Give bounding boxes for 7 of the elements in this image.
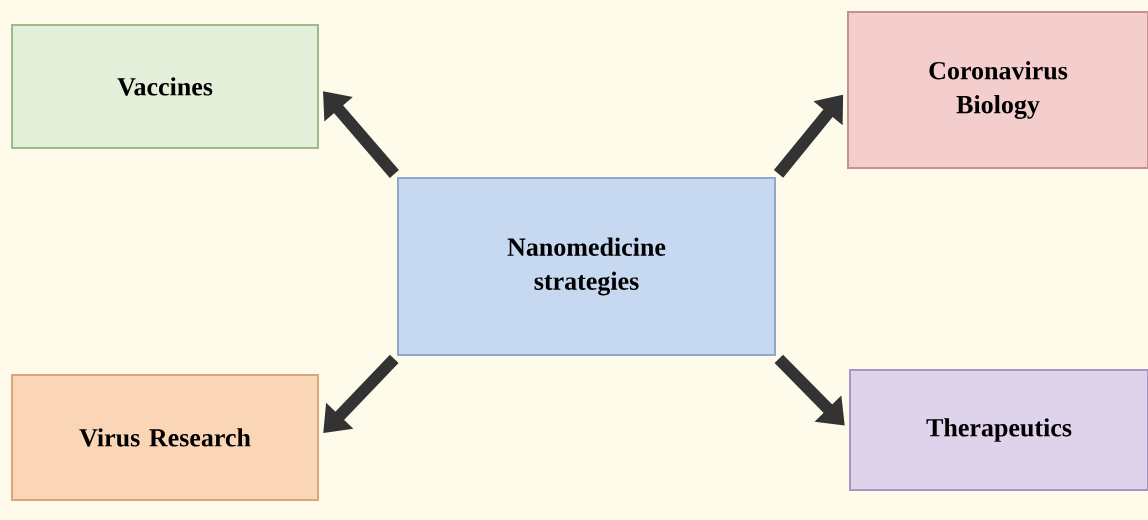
- topic-box: Vaccines: [11, 24, 319, 149]
- topic-box: Nanomedicine strategies: [397, 177, 776, 356]
- block-arrow: [323, 91, 399, 178]
- topic-box: Virus Research: [11, 374, 319, 501]
- topic-box: Coronavirus Biology: [847, 11, 1148, 169]
- topic-box: Therapeutics: [849, 369, 1148, 491]
- block-arrow: [774, 354, 845, 426]
